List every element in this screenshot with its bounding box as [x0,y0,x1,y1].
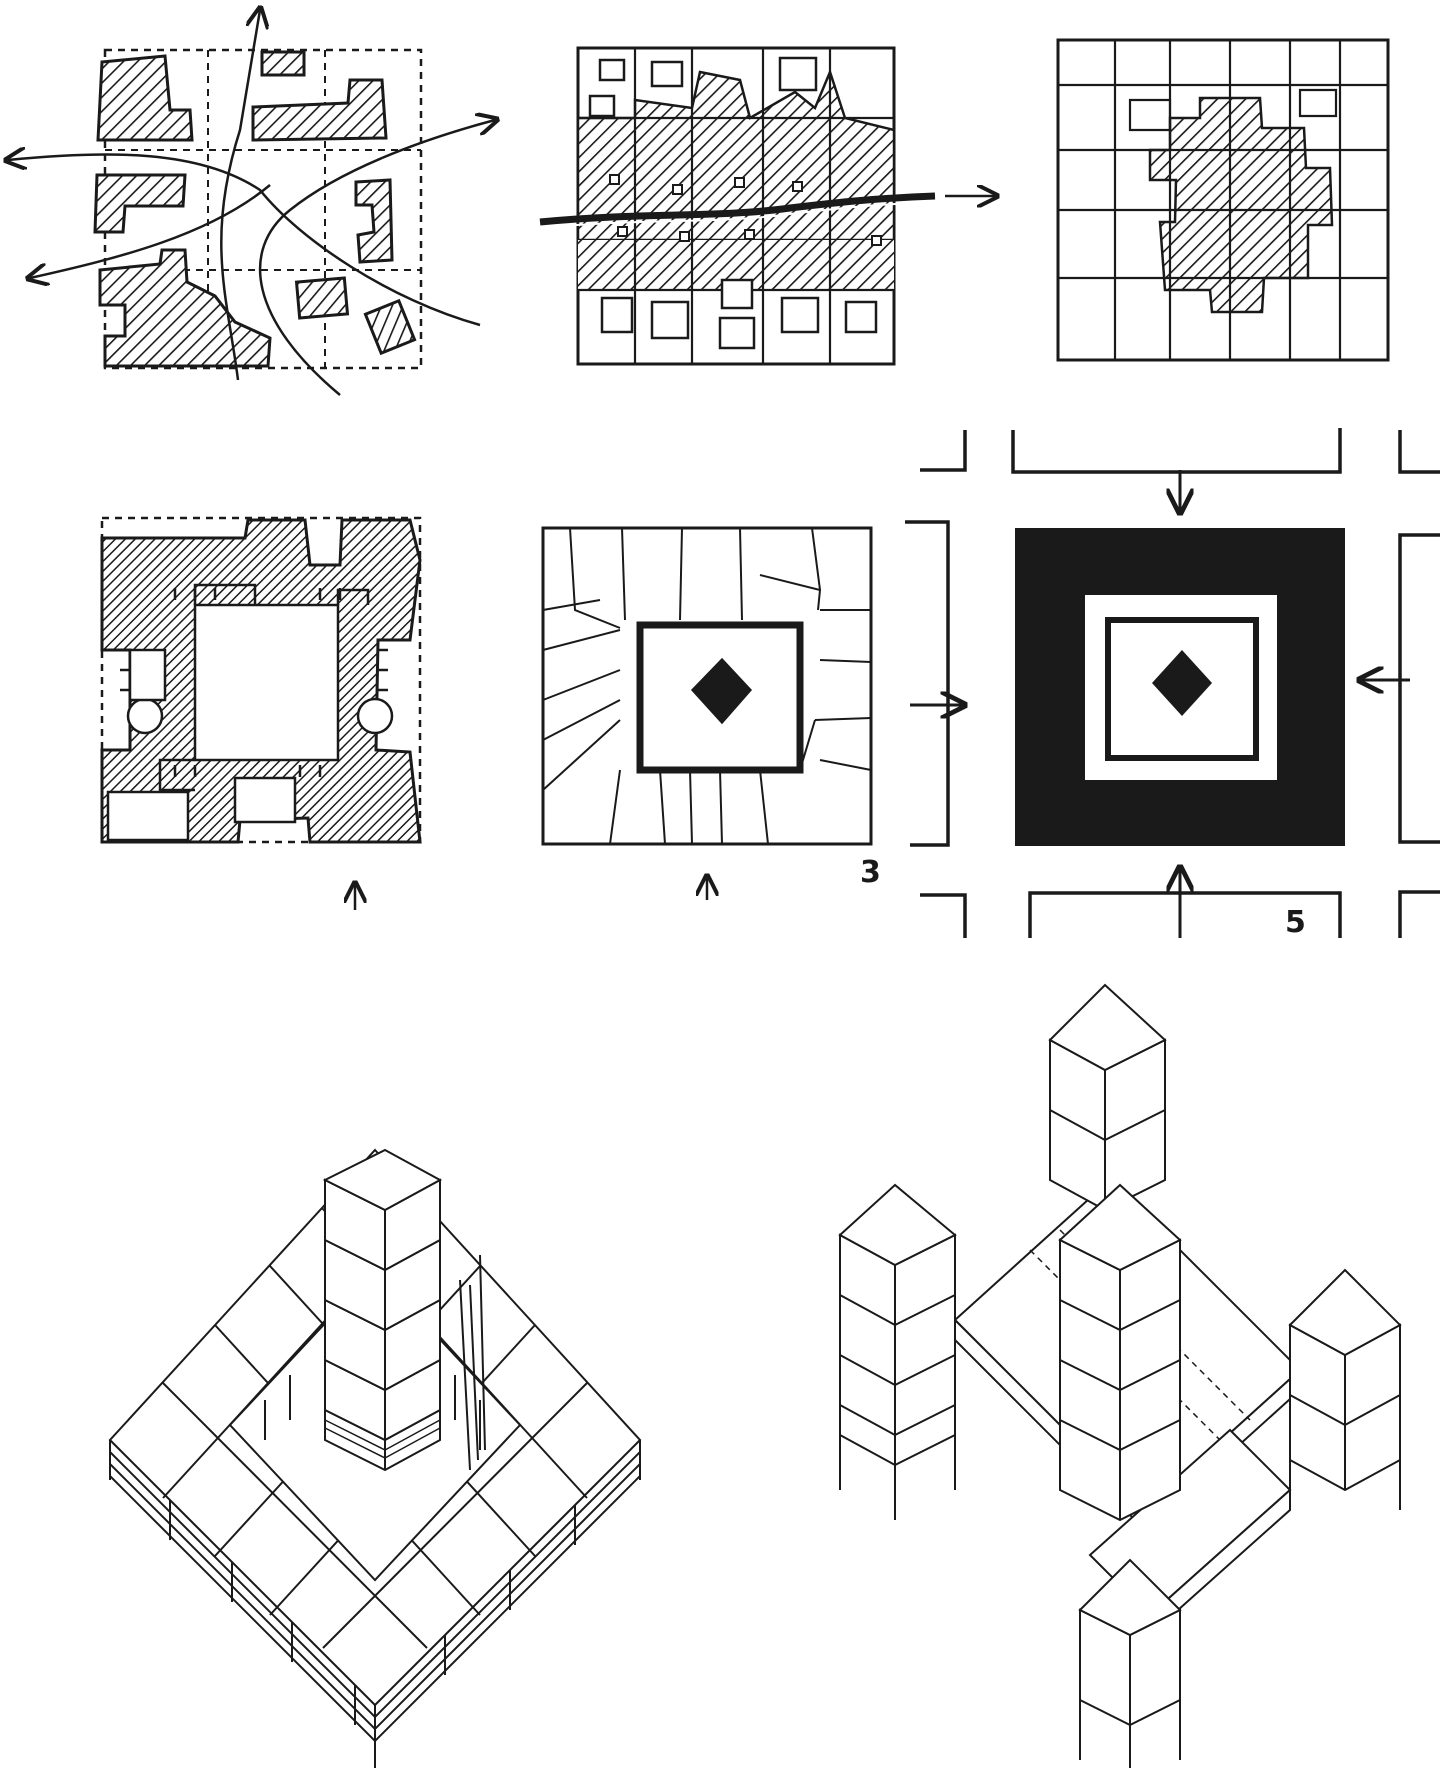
axonometric-connected-towers [840,985,1400,1768]
panel-2-street-band [540,48,995,364]
panel-1-scattered-blocks [8,10,495,395]
axonometric-ring-tower [110,1150,640,1768]
panel-3-consolidated-cluster [1058,40,1388,360]
panel-4-courtyard [102,518,420,910]
panel-6-framed-square: 5 [905,428,1440,940]
panel-number-3: 3 [860,855,881,890]
panel-number-5: 5 [1285,905,1306,940]
panel-5-diamond-square: 3 [543,528,881,900]
